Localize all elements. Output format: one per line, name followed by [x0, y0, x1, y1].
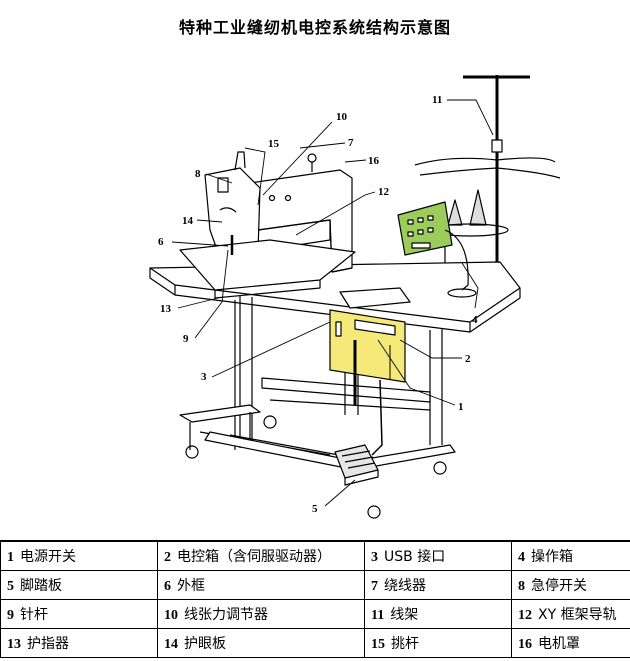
callout-7: 7	[348, 137, 354, 149]
legend-cell: 7 绕线器	[364, 570, 512, 600]
legend-number: 7	[371, 579, 378, 594]
table-frame	[179, 295, 456, 519]
legend-number: 4	[518, 550, 525, 565]
legend-cell: 2 电控箱（含伺服驱动器）	[157, 540, 365, 571]
legend-number: 6	[164, 579, 171, 594]
callout-4: 4	[472, 314, 478, 326]
legend-number: 5	[7, 579, 14, 594]
callout-13: 13	[160, 303, 172, 315]
callout-14: 14	[182, 215, 194, 227]
operation-box	[397, 201, 477, 298]
control-box	[329, 287, 411, 405]
legend-number: 2	[164, 550, 171, 565]
legend-cell: 16 电机罩	[511, 628, 630, 658]
legend-cell: 4 操作箱	[511, 540, 630, 571]
legend-number: 3	[371, 550, 378, 565]
legend-number: 13	[7, 637, 21, 652]
diagram-title: 特种工业缝纫机电控系统结构示意图	[178, 18, 451, 37]
legend-cell: 6 外框	[157, 570, 365, 600]
legend-cell: 14 护眼板	[157, 628, 365, 658]
legend-number: 8	[518, 579, 525, 594]
legend-text: 针杆	[20, 607, 48, 623]
legend-text: 操作箱	[531, 549, 573, 565]
legend-text: 急停开关	[531, 578, 587, 594]
legend-cell: 13 护指器	[0, 628, 158, 658]
legend-text: 线架	[390, 607, 419, 623]
legend-number: 14	[164, 637, 178, 652]
callout-16: 16	[368, 155, 380, 167]
legend-text: 护指器	[27, 636, 69, 652]
legend-text: 护眼板	[184, 636, 226, 652]
callout-12: 12	[378, 186, 390, 198]
legend-text: 线张力调节器	[184, 607, 268, 623]
legend-row: 9 针杆 10 线张力调节器 11 线架 12 XY 框架导轨	[0, 599, 630, 629]
parts-legend-table: 1 电源开关 2 电控箱（含伺服驱动器） 3 USB 接口 4 操作箱 5 脚踏板 6 外框…	[0, 540, 630, 658]
legend-text: 挑杆	[391, 636, 419, 652]
legend-cell: 1 电源开关	[0, 540, 158, 571]
machine-head	[179, 151, 356, 299]
legend-number: 9	[7, 608, 14, 623]
legend-text: 电机罩	[538, 636, 580, 652]
legend-cell: 11 线架	[364, 599, 512, 629]
legend-cell: 10 线张力调节器	[157, 599, 365, 629]
legend-text: 电源开关	[20, 549, 76, 565]
legend-row: 13 护指器 14 护眼板 15 挑杆 16 电机罩	[0, 628, 630, 658]
legend-cell: 3 USB 接口	[364, 540, 512, 571]
legend-text: 绕线器	[384, 578, 426, 594]
legend-number: 12	[518, 608, 532, 623]
legend-number: 10	[164, 608, 178, 623]
callout-5: 5	[312, 503, 318, 515]
callout-1: 1	[458, 401, 464, 413]
legend-text: XY 框架导轨	[538, 607, 617, 623]
sewing-machine-illustration: 1 2 3 4 5 6 7 8 9 10 11 12 13 14 15 16	[149, 75, 561, 519]
legend-cell: 12 XY 框架导轨	[511, 599, 630, 629]
legend-number: 16	[518, 637, 532, 652]
callout-2: 2	[465, 353, 471, 365]
legend-text: USB 接口	[384, 549, 446, 565]
legend-row: 5 脚踏板 6 外框 7 绕线器 8 急停开关	[0, 570, 630, 600]
legend-cell: 9 针杆	[0, 599, 158, 629]
legend-number: 15	[371, 637, 385, 652]
legend-row: 1 电源开关 2 电控箱（含伺服驱动器） 3 USB 接口 4 操作箱	[0, 540, 630, 571]
legend-cell: 8 急停开关	[511, 570, 630, 600]
callout-3: 3	[201, 371, 207, 383]
legend-text: 外框	[177, 578, 205, 594]
callout-9: 9	[183, 333, 189, 345]
legend-cell: 5 脚踏板	[0, 570, 158, 600]
legend-text: 脚踏板	[20, 578, 62, 594]
callout-6: 6	[158, 236, 164, 248]
callout-8: 8	[195, 168, 201, 180]
pedal	[334, 379, 383, 486]
callout-11: 11	[432, 94, 442, 106]
callout-10: 10	[336, 111, 348, 123]
callout-15: 15	[268, 138, 280, 150]
legend-text: 电控箱（含伺服驱动器）	[177, 549, 331, 565]
legend-cell: 15 挑杆	[364, 628, 512, 658]
legend-number: 1	[7, 550, 14, 565]
legend-number: 11	[371, 608, 385, 623]
